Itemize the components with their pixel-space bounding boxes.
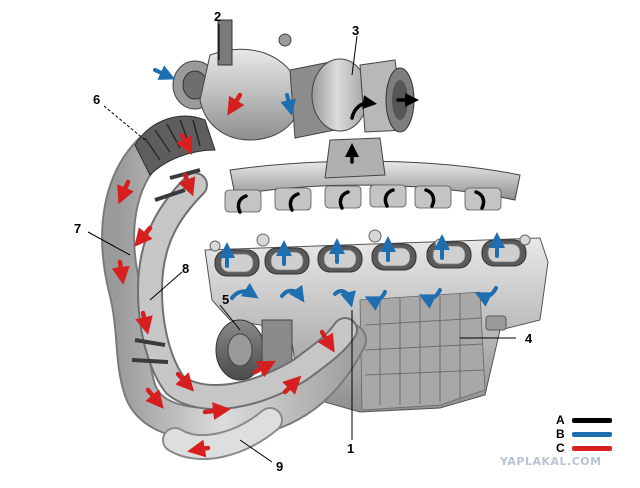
legend-letter-c: C [556, 441, 565, 455]
callout-7: 7 [74, 221, 82, 236]
callout-6: 6 [93, 92, 101, 107]
exhaust-manifold [224, 137, 521, 213]
watermark: YAPLAKAL.COM [500, 455, 602, 468]
callout-8: 8 [182, 261, 190, 276]
legend-swatch-c [572, 446, 612, 451]
legend-letter-b: B [556, 427, 565, 441]
legend-swatch-b [572, 432, 612, 437]
callout-5: 5 [222, 292, 230, 307]
callout-3: 3 [352, 23, 360, 38]
callout-1: 1 [347, 441, 355, 456]
callout-9: 9 [276, 459, 284, 474]
legend-swatch-a [572, 418, 612, 423]
flow-arrows-intake [153, 65, 505, 311]
flow-arrows-exhaust [236, 93, 486, 214]
leader-lines [87, 24, 516, 463]
callout-2: 2 [214, 9, 222, 24]
callout-4: 4 [525, 331, 533, 346]
legend-letter-a: A [556, 413, 565, 427]
turbocharger [172, 19, 415, 141]
flow-arrows-charge-air [111, 92, 335, 458]
charge-air-pipes [101, 115, 367, 460]
intake-manifold [204, 229, 549, 413]
